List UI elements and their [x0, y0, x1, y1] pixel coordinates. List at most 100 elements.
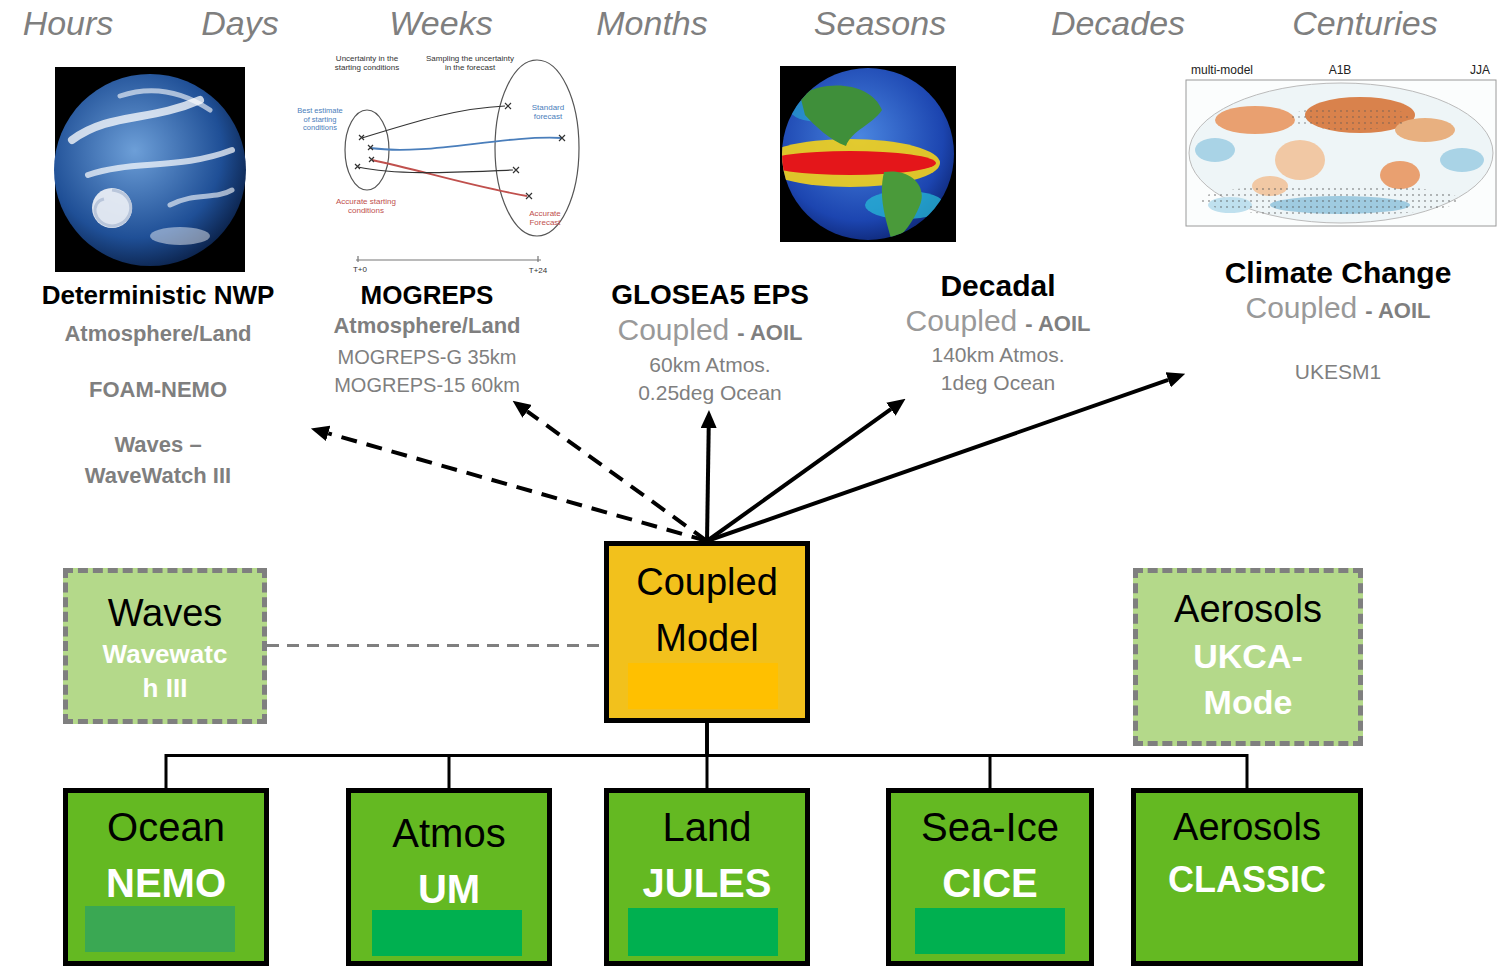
inner-panel	[628, 908, 778, 956]
timescale-label: Weeks	[356, 4, 526, 43]
node-title: GLOSEA5 EPS	[611, 279, 809, 310]
cross-marks	[355, 135, 374, 169]
climate-map	[1186, 80, 1496, 226]
node-title: Deterministic NWP	[42, 280, 275, 310]
node-title: Aerosols	[1174, 588, 1322, 630]
cloud	[150, 227, 210, 245]
component-box: OceanNEMO	[63, 788, 269, 966]
node-text: Coupled	[618, 313, 730, 346]
connector-line	[166, 723, 707, 788]
node-text: 60km Atmos. 0.25deg Ocean	[620, 351, 800, 407]
map-title: multi-model	[1177, 64, 1267, 78]
component-box: Sea-IceCICE	[886, 788, 1094, 966]
change-area	[1440, 148, 1484, 172]
figure-annotation: Standard forecast	[528, 103, 568, 121]
cloud-band	[120, 91, 210, 110]
connector-arrow	[328, 433, 707, 541]
figure-annotation: Best estimate of starting conditions	[295, 107, 345, 133]
map-frame	[1186, 80, 1496, 226]
figure-annotation: Accurate Forecast	[522, 209, 568, 227]
connector-line	[449, 723, 707, 788]
image-background	[55, 67, 245, 272]
forecast-system: MOGREPS Atmosphere/LandMOGREPS-G 35kmMOGR…	[312, 279, 542, 399]
node-text: - AOIL	[1025, 311, 1090, 336]
node-text: Atmosphere/Land	[333, 313, 520, 338]
optional-component-box: WavesWavewatc h III	[63, 568, 267, 724]
connector-line	[267, 644, 604, 647]
node-text: - AOIL	[737, 320, 802, 345]
node-title: Waves	[108, 592, 223, 634]
node-text: UM	[418, 867, 480, 911]
node-title: Sea-Ice	[921, 805, 1059, 849]
map-title: A1B	[1315, 64, 1365, 78]
change-area	[1380, 161, 1420, 189]
time-axis	[356, 256, 541, 262]
figure-annotation: Sampling the uncertainty in the forecast	[425, 54, 515, 72]
inner-panel	[85, 906, 235, 952]
forecast-ellipse	[495, 60, 579, 236]
node-text: Waves – WaveWatch III	[68, 429, 248, 491]
cloud-band	[88, 150, 232, 175]
inner-panel	[915, 908, 1065, 954]
figure-annotation: Uncertainty in the starting conditions	[327, 54, 407, 72]
component-box: LandJULES	[604, 788, 810, 966]
el-nino-band	[764, 151, 936, 175]
earth-image	[54, 67, 246, 272]
forecast-system: DecadalCoupled - AOIL 140km Atmos. 1deg Oc…	[858, 268, 1138, 397]
map-outline	[1189, 83, 1493, 223]
node-title: Climate Change	[1225, 256, 1452, 289]
trajectory	[370, 138, 562, 150]
el-nino-globe	[760, 66, 956, 242]
node-text: UKCA- Mode	[1168, 633, 1328, 725]
node-text: - AOIL	[1365, 298, 1430, 323]
change-area	[1195, 138, 1235, 162]
node-text: NEMO	[106, 861, 226, 905]
timescale-label: Decades	[1033, 4, 1203, 43]
cyclone	[92, 188, 132, 228]
node-text: MOGREPS-G 35km	[338, 346, 517, 368]
timescale-label: Days	[155, 4, 325, 43]
node-text: 140km Atmos. 1deg Ocean	[908, 341, 1088, 397]
trajectory	[372, 160, 527, 196]
timescale-label: Months	[567, 4, 737, 43]
node-text: Coupled	[906, 304, 1018, 337]
cloud-band	[72, 100, 200, 140]
forecast-system: Climate ChangeCoupled - AOIL UKESM1	[1188, 255, 1488, 386]
trajectory	[362, 106, 505, 138]
cyclone-spiral	[95, 190, 131, 226]
land	[882, 171, 922, 242]
forecast-system: GLOSEA5 EPSCoupled - AOIL 60km Atmos. 0.25…	[570, 278, 850, 407]
figure-annotation: Accurate starting conditions	[331, 197, 401, 215]
node-text: JULES	[643, 861, 772, 905]
change-area	[1215, 106, 1295, 134]
connector-arrow	[707, 409, 891, 541]
stipple	[1200, 184, 1460, 216]
node-title: Decadal	[940, 269, 1055, 302]
change-area	[1275, 140, 1325, 180]
timescale-label: Hours	[3, 4, 133, 43]
node-text: CLASSIC	[1168, 859, 1326, 900]
node-title: Atmos	[392, 811, 505, 855]
node-title: Ocean	[107, 805, 225, 849]
forecast-system: Deterministic NWPAtmosphere/LandFOAM-NEM…	[8, 279, 308, 491]
node-text: MOGREPS-15 60km	[334, 374, 520, 396]
timescale-label: Seasons	[795, 4, 965, 43]
inner-panel	[628, 663, 778, 709]
coupled-model-box: Coupled Model	[604, 541, 810, 723]
ensemble-sketch	[345, 60, 579, 262]
component-box: AerosolsCLASSIC	[1131, 788, 1363, 966]
earth-globe	[54, 74, 246, 266]
node-text: Atmosphere/Land	[64, 321, 251, 346]
node-text: UKESM1	[1295, 360, 1381, 383]
node-title: MOGREPS	[361, 280, 494, 310]
node-title: Coupled Model	[617, 554, 797, 666]
land	[800, 85, 882, 146]
axis-label: T+24	[521, 266, 555, 275]
timescale-label: Centuries	[1280, 4, 1450, 43]
connector-arrow	[707, 428, 709, 541]
node-text: Wavewatc h III	[95, 637, 235, 705]
node-text: Coupled	[1246, 291, 1358, 324]
trajectory	[358, 167, 513, 173]
connector-arrow	[527, 411, 707, 541]
cloud-band	[170, 190, 232, 205]
